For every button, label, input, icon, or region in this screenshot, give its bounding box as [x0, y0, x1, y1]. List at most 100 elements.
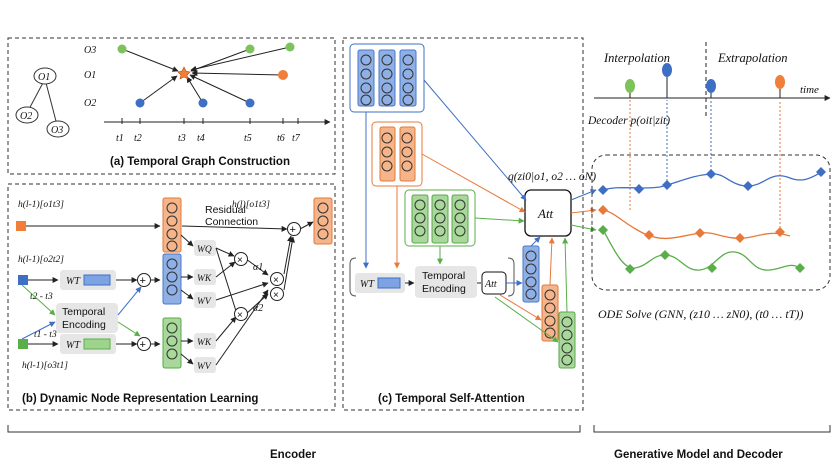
ode-frame: [591, 154, 831, 291]
tick-t2: t2: [134, 133, 142, 144]
mul-op-1-glyph: ×: [237, 255, 243, 266]
o3-embedding-stack: [162, 317, 182, 369]
h-out-label: h(l)[o1t3]: [232, 199, 270, 210]
interaction-edges: [121, 46, 291, 104]
residual-label-1: Residual: [205, 204, 246, 216]
temporal-encoding-line1: Temporal: [62, 306, 105, 318]
panel-a: O1 O2 O3 O3 O1 O2 t1 t2 t3 t4 t5 t6 t7: [7, 37, 336, 175]
row-label-o1: O1: [84, 70, 96, 81]
wv-label-o3: WV: [197, 362, 212, 372]
green-node-stacks: [404, 189, 476, 247]
event-o3-t5: [245, 44, 255, 54]
sum-op-glyph: +: [290, 224, 296, 236]
mul-op-4-icon: [270, 287, 284, 301]
trajectory-blue: [602, 171, 823, 191]
temporal-encoding-box: [56, 303, 118, 333]
event-o2-t4: [198, 98, 208, 108]
panel-b-caption: (b) Dynamic Node Representation Learning: [22, 393, 258, 405]
wt-label-c: WT: [360, 279, 375, 290]
generative-label: Generative Model and Decoder: [614, 449, 783, 461]
tick-t6: t6: [277, 133, 285, 144]
add-op-o3-icon: [137, 337, 151, 351]
orange-node-stacks: [371, 121, 423, 187]
output-embedding-stack: [313, 197, 333, 245]
decoder-label: Decoder p(oit|zit): [587, 115, 670, 127]
input-o2-square: [18, 275, 28, 285]
time-label: time: [800, 84, 819, 96]
node-o2-label: O2: [20, 111, 32, 122]
tick-t7: t7: [292, 133, 301, 144]
node-o3-label: O3: [51, 125, 63, 136]
dt1-label: t2 - t3: [30, 292, 53, 302]
wt-label-o2: WT: [66, 276, 81, 287]
wv-label-o2: WV: [197, 297, 212, 307]
dt2-label: t1 - t3: [34, 330, 57, 340]
projection-weights: WQ WK WV WK WV: [194, 240, 216, 373]
input-o3-square: [18, 339, 28, 349]
add-op-o2-glyph: +: [140, 275, 146, 287]
panel-a-caption: (a) Temporal Graph Construction: [110, 156, 290, 168]
extrapolation-label: Extrapolation: [717, 51, 787, 65]
temporal-encoding-line2: Encoding: [62, 319, 106, 331]
o2-embedding-stack: [162, 253, 182, 305]
mul-op-2-icon: [234, 307, 248, 321]
event-o2-t2: [135, 98, 145, 108]
mul-op-3-icon: [270, 272, 284, 286]
h-o3-label: h(l-1)[o3t1]: [22, 360, 68, 371]
panel-b: h(l-1)[o1t3] h(l-1)[o2t2] h(l-1)[o3t1] h…: [7, 183, 336, 411]
sum-op-icon: [287, 222, 301, 236]
ode-label: ODE Solve (GNN, (z10 … zN0), (t0 … tT)): [598, 307, 803, 321]
o1-embedding-stack: [162, 197, 182, 253]
panel-b-frame: [7, 183, 336, 411]
node-o3: [46, 120, 70, 138]
tick-t4: t4: [197, 133, 205, 144]
interpolation-label: Interpolation: [603, 51, 670, 65]
panel-c-frame: [342, 37, 584, 411]
wq-label: WQ: [197, 245, 212, 255]
wt-bar-c: [377, 277, 401, 289]
sequence-stacks: [522, 245, 576, 369]
mul-op-3-glyph: ×: [273, 275, 279, 286]
target-star-icon: [177, 66, 191, 80]
wk-label-o3: WK: [197, 338, 212, 348]
bottom-braces: [7, 425, 831, 433]
node-o2: [15, 106, 39, 124]
h-o2-label: h(l-1)[o2t2]: [18, 254, 64, 265]
panel-c: Att WT Temporal Encoding Att: [342, 37, 584, 411]
att-label: Att: [537, 206, 554, 221]
wt-bar-o2: [83, 274, 111, 286]
temporal-encoding-c-line2: Encoding: [422, 283, 466, 295]
alpha1-label: α1: [253, 262, 263, 273]
row-label-o2: O2: [84, 98, 96, 109]
graph-tree: O1 O2 O3: [15, 67, 70, 138]
event-o3-t1: [117, 44, 127, 54]
temporal-encoding-box-c: [415, 266, 477, 298]
temporal-encoding-c-line1: Temporal: [422, 270, 465, 282]
trajectory-green: [602, 229, 801, 271]
event-o1-t6: [278, 70, 288, 80]
alpha2-label: α2: [253, 303, 263, 314]
input-o1-square: [16, 221, 26, 231]
residual-label-2: Connection: [205, 216, 258, 228]
observations: [625, 63, 785, 98]
encoder-q-label: q(zi0|o1, o2 … oN): [508, 171, 596, 183]
wk-label-o2: WK: [197, 274, 212, 284]
trajectory-markers: [598, 167, 826, 274]
event-o3-t6: [285, 42, 295, 52]
mul-op-4-glyph: ×: [273, 290, 279, 301]
panel-a-frame: [7, 37, 336, 175]
blue-node-stacks: [349, 43, 425, 113]
h-o1-label: h(l-1)[o1t3]: [18, 199, 64, 210]
generative-panel: q(zi0|o1, o2 … oN) Interpolation Extrapo…: [508, 42, 831, 321]
wt-bar-o3: [83, 338, 111, 350]
tick-t5: t5: [244, 133, 252, 144]
wt-label-o3: WT: [66, 340, 81, 351]
row-label-o3: O3: [84, 45, 96, 56]
node-o1: [33, 67, 57, 85]
mul-op-2-glyph: ×: [237, 310, 243, 321]
event-o2-t5: [245, 98, 255, 108]
att-small-label: Att: [484, 279, 497, 290]
tick-t1: t1: [116, 133, 124, 144]
node-o1-label: O1: [38, 72, 50, 83]
